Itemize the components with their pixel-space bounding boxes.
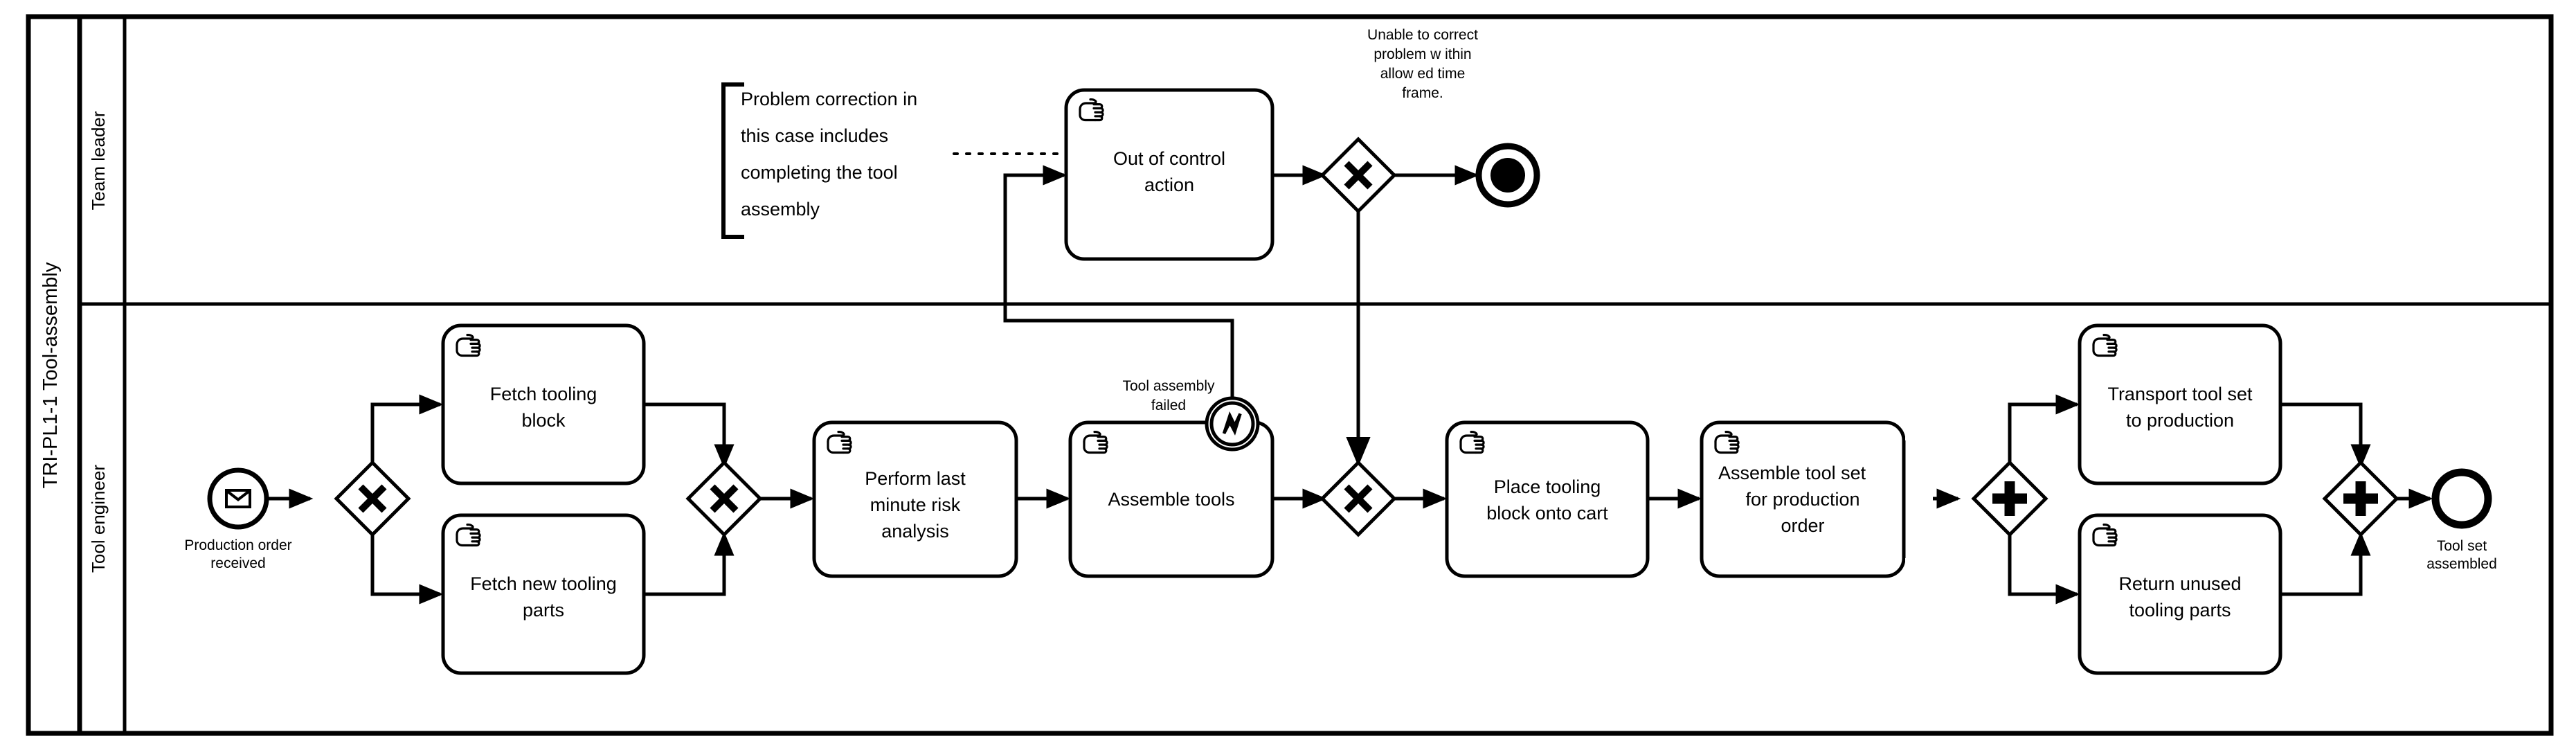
task-return-unused-parts-label-line-1: Return unused	[2118, 573, 2241, 594]
task-label-clip-mask	[1905, 424, 1933, 575]
task-transport-tool-set-box	[2078, 323, 2282, 485]
task-perform-risk-analysis[interactable]: Perform last minute risk analysis	[812, 420, 1018, 578]
task-fetch-new-tooling-parts[interactable]: Fetch new tooling parts	[441, 513, 646, 675]
start-event-production-order-received[interactable]: Production order received	[184, 467, 292, 571]
start-event-label-line-1: Production order	[184, 537, 291, 553]
gateway-parallel-split[interactable]	[1971, 460, 2048, 537]
gateway-join-fetch[interactable]	[685, 460, 763, 537]
lane-label-tool-engineer: Tool engineer	[88, 465, 109, 573]
exclusive-x-icon	[1344, 161, 1373, 190]
gateway-after-out-of-control[interactable]	[1319, 136, 1397, 214]
flow-par-split-to-return-parts	[2008, 535, 2080, 605]
task-place-tooling-block-label-line-2: block onto cart	[1486, 503, 1608, 524]
end-event-label-line-2: assembled	[2426, 556, 2497, 572]
flow-par-split-to-transport	[2008, 394, 2080, 463]
flow-split-to-fetch-new-parts	[370, 535, 444, 605]
task-place-tooling-block[interactable]: Place tooling block onto cart	[1445, 420, 1650, 578]
task-perform-risk-analysis-label-line-3: analysis	[881, 521, 949, 542]
annotation-bracket	[721, 82, 744, 239]
flow-split-to-fetch-tooling-block	[370, 394, 444, 463]
parallel-plus-icon	[2343, 481, 2378, 516]
task-fetch-tooling-block-label-line-1: Fetch tooling	[490, 384, 597, 404]
annotation-line-2: this case includes	[741, 125, 888, 146]
task-perform-risk-analysis-label-line-2: minute risk	[870, 494, 961, 515]
task-fetch-tooling-block[interactable]: Fetch tooling block	[441, 323, 646, 485]
task-transport-tool-set[interactable]: Transport tool set to production	[2078, 323, 2282, 485]
boundary-event-label-line-1: Tool assembly	[1122, 378, 1215, 394]
pool-outer-border	[26, 14, 2554, 736]
exclusive-x-icon	[358, 484, 387, 513]
annotation-line-1: Problem correction in	[741, 89, 917, 109]
task-out-of-control-action-box	[1064, 88, 1275, 261]
task-assemble-tool-set-label-line-3: order	[1781, 515, 1824, 536]
task-fetch-tooling-block-label-line-2: block	[521, 410, 566, 431]
exclusive-x-icon	[1344, 484, 1373, 513]
task-return-unused-parts-box	[2078, 513, 2282, 675]
task-out-of-control-action-label-line-1: Out of control	[1113, 148, 1225, 169]
flow-label-unable-to-correct: Unable to correct problem w ithin allow …	[1367, 27, 1478, 101]
pool-label: TRI-PL1-1 Tool-assembly	[39, 262, 62, 488]
flow-return-parts-to-par-join	[2280, 531, 2371, 596]
task-return-unused-parts[interactable]: Return unused tooling parts	[2078, 513, 2282, 675]
task-assemble-tools[interactable]: Assemble tools	[1068, 420, 1275, 578]
task-return-unused-parts-label-line-2: tooling parts	[2129, 600, 2231, 620]
task-transport-tool-set-label-line-2: to production	[2126, 410, 2234, 431]
task-place-tooling-block-label-line-1: Place tooling	[1494, 476, 1601, 497]
pool-tri-pl1-1-tool-assembly[interactable]: TRI-PL1-1 Tool-assembly	[26, 14, 2554, 736]
envelope-icon	[225, 489, 251, 508]
filled-circle-icon	[1490, 158, 1525, 193]
annotation-line-4: assembly	[741, 199, 820, 220]
gateway-parallel-join[interactable]	[2322, 460, 2399, 537]
flow-boundary-error-to-out-of-control	[1003, 165, 1234, 435]
task-fetch-new-tooling-parts-label-line-2: parts	[523, 600, 564, 620]
sequence-flows	[267, 165, 2433, 605]
task-transport-tool-set-label-line-1: Transport tool set	[2107, 384, 2253, 404]
task-perform-risk-analysis-box	[812, 420, 1018, 578]
end-event-label-line-1: Tool set	[2437, 538, 2487, 554]
gateway-split-fetch[interactable]	[334, 460, 411, 537]
task-fetch-new-tooling-parts-box	[441, 513, 646, 675]
task-perform-risk-analysis-label-line-1: Perform last	[865, 468, 966, 489]
task-assemble-tool-set-label-line-1: Assemble tool set	[1718, 463, 1866, 483]
task-assemble-tools-label-line-1: Assemble tools	[1108, 489, 1234, 510]
annotation-line-3: completing the tool	[741, 162, 898, 183]
lane-tool-engineer[interactable]: Tool engineer	[88, 304, 127, 733]
end-event-tool-set-assembled[interactable]: Tool set assembled	[2426, 468, 2497, 572]
terminate-end-event[interactable]	[1475, 143, 1540, 208]
flow-fetch-block-to-join	[644, 402, 735, 469]
lane-team-leader[interactable]: Team leader	[80, 17, 2551, 306]
lane-label-team-leader: Team leader	[88, 111, 109, 210]
gateway-after-assemble-tools[interactable]	[1319, 460, 1397, 537]
boundary-error-event-tool-assembly-failed[interactable]: Tool assembly failed	[1122, 378, 1260, 452]
parallel-plus-icon	[1992, 481, 2027, 516]
annotation-problem-correction: Problem correction in this case includes…	[721, 82, 1065, 239]
task-out-of-control-action[interactable]: Out of control action	[1064, 88, 1275, 261]
flow-fetch-parts-to-join	[644, 531, 735, 596]
task-fetch-tooling-block-box	[441, 323, 646, 485]
flow-label-line-3: allow ed time	[1380, 66, 1466, 82]
flow-label-line-2: problem w ithin	[1373, 46, 1471, 62]
boundary-event-label-line-2: failed	[1151, 398, 1186, 413]
task-assemble-tool-set[interactable]: Assemble tool set for production order	[1700, 420, 1933, 578]
flow-label-line-1: Unable to correct	[1367, 27, 1478, 43]
flow-transport-to-par-join	[2280, 402, 2371, 469]
end-event-circle	[2431, 468, 2492, 529]
exclusive-x-icon	[710, 484, 739, 513]
task-out-of-control-action-label-line-2: action	[1144, 175, 1194, 195]
task-assemble-tool-set-label-line-2: for production	[1745, 489, 1859, 510]
flow-label-line-4: frame.	[1402, 85, 1443, 101]
start-event-label-line-2: received	[210, 555, 265, 571]
task-place-tooling-block-box	[1445, 420, 1650, 578]
task-assemble-tools-box	[1068, 420, 1275, 578]
task-fetch-new-tooling-parts-label-line-1: Fetch new tooling	[470, 573, 617, 594]
